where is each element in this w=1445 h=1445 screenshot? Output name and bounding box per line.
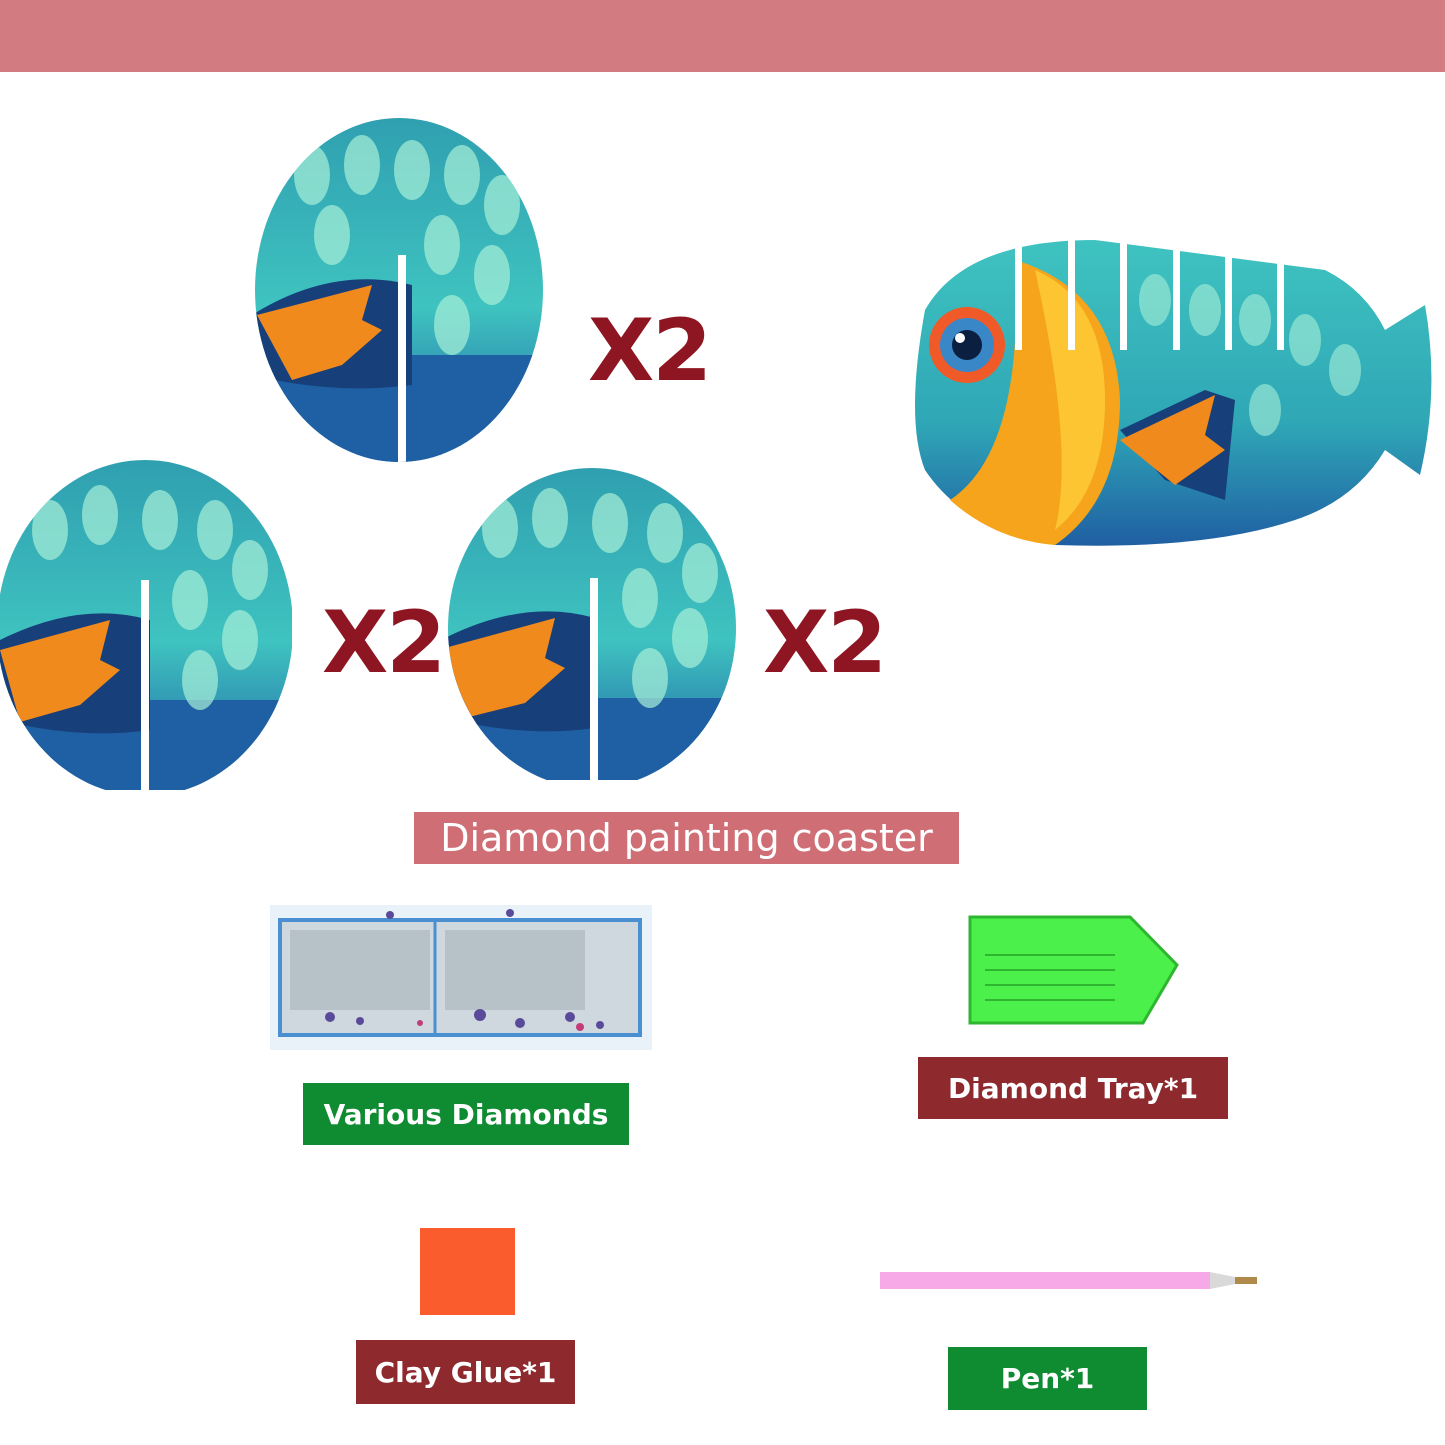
diamond-tray-image (965, 915, 1180, 1029)
product-title-banner: Diamond painting coaster (414, 812, 959, 864)
coaster-piece-bottom-left (0, 460, 292, 790)
diamond-tray-label: Diamond Tray*1 (918, 1057, 1228, 1119)
coaster-piece-top (252, 115, 547, 465)
diamond-pen-image (880, 1268, 1260, 1298)
clay-glue-label: Clay Glue*1 (356, 1340, 575, 1404)
diamond-pack-image (270, 905, 652, 1054)
various-diamonds-label: Various Diamonds (303, 1083, 629, 1145)
top-band (0, 0, 1445, 72)
clay-glue-image (420, 1228, 515, 1315)
multiplier-label-top: X2 (588, 301, 712, 401)
assembled-fish-coaster (905, 200, 1435, 555)
pen-label: Pen*1 (948, 1347, 1147, 1410)
multiplier-label-bottom-left: X2 (322, 593, 446, 693)
coaster-piece-bottom-middle (445, 468, 740, 780)
multiplier-label-bottom-middle: X2 (763, 593, 887, 693)
